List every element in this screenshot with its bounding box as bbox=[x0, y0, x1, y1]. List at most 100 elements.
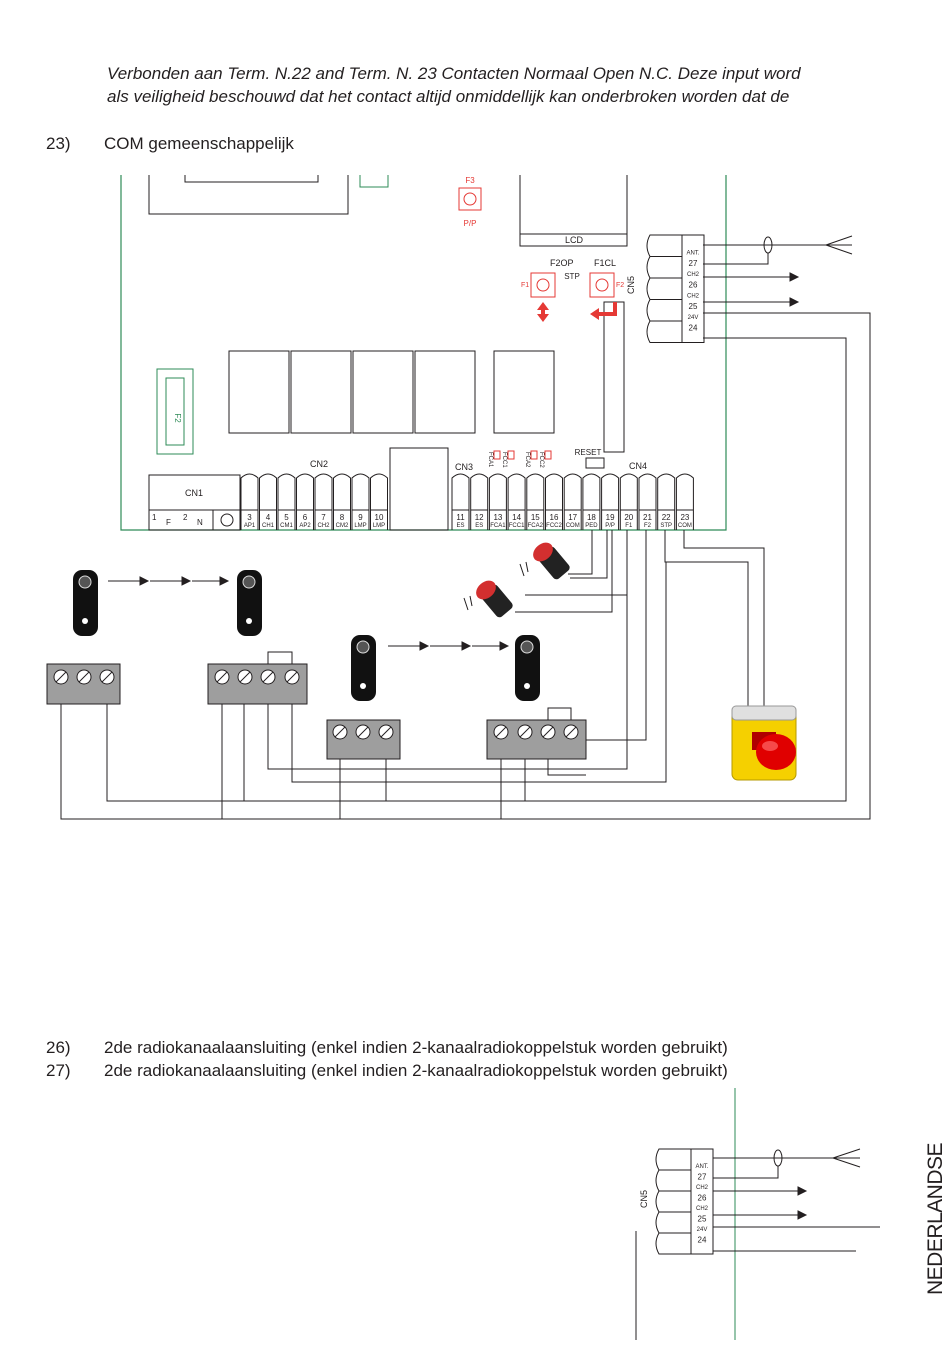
stp-label: STP bbox=[564, 272, 580, 281]
terminal-number: 22 bbox=[662, 513, 671, 522]
item-text: COM gemeenschappelijk bbox=[104, 134, 294, 153]
relay bbox=[352, 350, 414, 434]
list-item: 23)COM gemeenschappelijk bbox=[46, 132, 294, 155]
cn5-terminal bbox=[646, 256, 682, 279]
cn5-terminal bbox=[646, 299, 682, 322]
terminal-14 bbox=[507, 473, 526, 530]
terminal-7 bbox=[314, 473, 333, 530]
lcd-label: LCD bbox=[565, 235, 584, 245]
cn5-terminal bbox=[655, 1148, 691, 1171]
item-text: 2de radiokanaalaansluiting (enkel indien… bbox=[104, 1038, 728, 1057]
photocell-receiver-1 bbox=[73, 570, 98, 636]
cn5-terminal-number: 24 bbox=[689, 324, 698, 333]
terminal-label: P/P bbox=[605, 523, 615, 529]
antenna-wire bbox=[703, 235, 853, 255]
led-label: FCC2 bbox=[538, 452, 544, 468]
cn5-detail-diagram bbox=[635, 1088, 880, 1340]
terminal-21 bbox=[638, 473, 657, 530]
close-arrow-icon bbox=[590, 302, 617, 320]
wire-24v bbox=[60, 312, 871, 820]
terminal-3 bbox=[240, 473, 259, 530]
terminal-label: N bbox=[197, 518, 203, 527]
cn1-label: CN1 bbox=[185, 488, 203, 498]
cn5-terminal bbox=[655, 1169, 691, 1192]
wire-gnd bbox=[106, 337, 847, 802]
terminal-number: 13 bbox=[493, 513, 502, 522]
relay bbox=[493, 350, 555, 434]
cn5-terminal-label: ANT. bbox=[695, 1164, 708, 1170]
led-label: FCA1 bbox=[487, 452, 493, 468]
cn5-terminal-label: ANT. bbox=[686, 250, 699, 256]
led-indicator bbox=[530, 450, 538, 460]
terminal-number: 5 bbox=[284, 513, 289, 522]
terminal-number: 10 bbox=[375, 513, 384, 522]
transformer-outline bbox=[148, 175, 349, 215]
terminal-11 bbox=[451, 473, 470, 530]
terminal-label: STP bbox=[660, 523, 672, 529]
list-item: 26) 2de radiokanaalaansluiting (enkel ind… bbox=[46, 1036, 728, 1059]
terminal-label: LMP bbox=[373, 523, 385, 529]
f3-pp-button[interactable] bbox=[458, 187, 482, 211]
terminal-label: LMP bbox=[354, 523, 366, 529]
f3-label: F3 bbox=[465, 176, 475, 185]
pp-label: P/P bbox=[464, 219, 477, 228]
reset-button[interactable] bbox=[585, 457, 605, 469]
pedestrian-push-button bbox=[519, 542, 570, 580]
photocell-receiver-2 bbox=[351, 635, 376, 701]
ribbon-connector bbox=[603, 301, 625, 453]
cn5-detail-label: CN5 bbox=[639, 1190, 649, 1208]
f2op-button[interactable] bbox=[530, 272, 556, 298]
cn5-terminal-label: 24V bbox=[688, 315, 699, 321]
terminal-number: 18 bbox=[587, 513, 596, 522]
cn5-terminal bbox=[655, 1190, 691, 1213]
transformer-inner bbox=[184, 175, 319, 183]
intro-line-2: als veiligheid beschouwd dat het contact… bbox=[107, 87, 790, 106]
led-indicator bbox=[493, 450, 501, 460]
led-indicator bbox=[507, 450, 515, 460]
terminal-label: CM2 bbox=[336, 523, 349, 529]
cn5-terminal-label: 24V bbox=[697, 1227, 708, 1233]
step-push-button bbox=[463, 580, 513, 618]
terminal-number: 17 bbox=[568, 513, 577, 522]
terminal-block-tx1 bbox=[207, 663, 308, 705]
list-item: 27)2de radiokanaalaansluiting (enkel ind… bbox=[46, 1059, 728, 1082]
cn5-terminal-number: 25 bbox=[698, 1214, 707, 1223]
cn5-terminal-number: 24 bbox=[698, 1235, 707, 1244]
beam-arrows bbox=[108, 576, 510, 651]
terminal-label: COM bbox=[678, 523, 692, 529]
cn5-terminal bbox=[655, 1211, 691, 1234]
terminal-label: PED bbox=[585, 523, 598, 529]
item-text: 2de radiokanaalaansluiting (enkel indien… bbox=[104, 1061, 728, 1080]
terminal-label: AP2 bbox=[299, 523, 311, 529]
terminal-15 bbox=[526, 473, 545, 530]
terminal-label: COM bbox=[566, 523, 580, 529]
terminal-label: CM1 bbox=[280, 523, 293, 529]
cn5-terminal-number: 25 bbox=[689, 302, 698, 311]
terminal-4 bbox=[259, 473, 277, 530]
terminal-label: F bbox=[166, 518, 171, 527]
item-number: 26) bbox=[46, 1038, 71, 1057]
terminal-label: FCC2 bbox=[546, 523, 562, 529]
terminal-number: 16 bbox=[550, 513, 559, 522]
terminal-19 bbox=[601, 473, 620, 530]
lcd-display bbox=[519, 175, 628, 247]
photocell-transmitter-2 bbox=[515, 635, 540, 701]
open-arrow-icon bbox=[537, 302, 549, 322]
cn5-terminal-number: 26 bbox=[698, 1193, 707, 1202]
terminal-number: 2 bbox=[183, 513, 188, 522]
terminal-block-rx2 bbox=[326, 719, 401, 760]
cn5-terminal-label: CH2 bbox=[687, 272, 700, 278]
relay bbox=[414, 350, 476, 434]
cn5-terminal bbox=[646, 234, 682, 257]
emergency-stop-button bbox=[731, 705, 797, 781]
terminal-10 bbox=[370, 473, 388, 530]
intro-line-1: Verbonden aan Term. N.22 and Term. N. 23… bbox=[107, 64, 801, 83]
terminal-label: AP1 bbox=[244, 523, 256, 529]
connector-top bbox=[359, 175, 389, 188]
f1cl-button[interactable] bbox=[589, 272, 615, 298]
terminal-number: 15 bbox=[531, 513, 540, 522]
terminal-number: 23 bbox=[680, 513, 689, 522]
cn1-connector bbox=[148, 474, 241, 531]
terminal-number: 8 bbox=[340, 513, 345, 522]
